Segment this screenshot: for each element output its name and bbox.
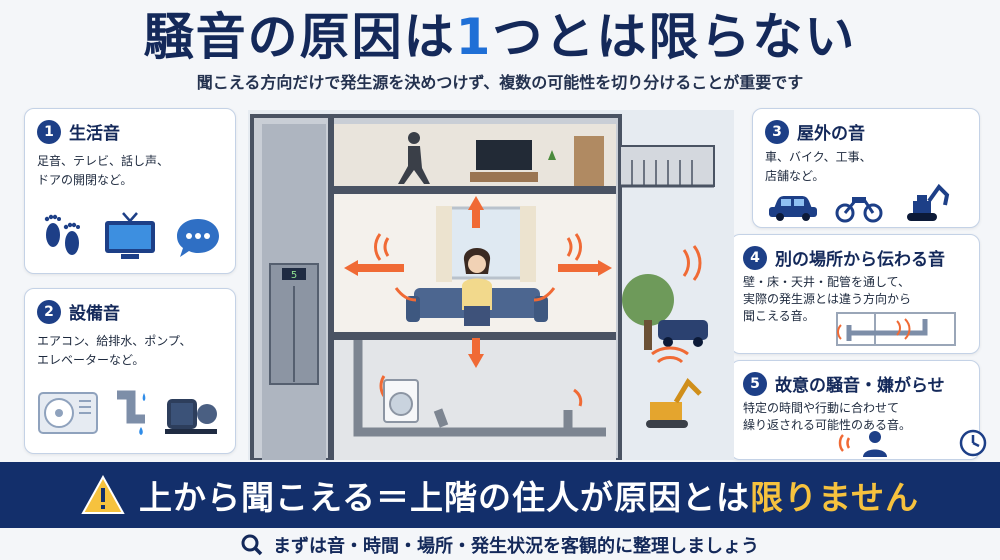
card-equipment-sounds: 2 設備音 エアコン、給排水、ポンプ、 エレベーターなど。 xyxy=(24,288,236,454)
plumbing-pipes xyxy=(353,340,606,437)
upstairs-tv xyxy=(476,140,532,170)
card-title: 生活音 xyxy=(69,124,120,144)
washing-machine xyxy=(383,379,419,423)
card-number: 1 xyxy=(37,119,61,144)
outside-excavator xyxy=(646,377,702,428)
outside-car xyxy=(658,320,708,347)
speech-bubble-icon xyxy=(177,219,219,257)
magnifier-icon xyxy=(241,534,263,556)
card-outdoor-sounds: 3 屋外の音 車、バイク、工事、 店舗など。 xyxy=(752,108,980,228)
footer: まずは音・時間・場所・発生状況を客観的に整理しましょう xyxy=(0,530,1000,560)
tree xyxy=(622,274,674,326)
warning-banner: 上から聞こえる＝上階の住人が原因とは限りません xyxy=(0,462,1000,528)
footprints-icon xyxy=(44,214,80,255)
warning-icon xyxy=(81,475,125,514)
card-title: 屋外の音 xyxy=(797,124,865,144)
footer-text: まずは音・時間・場所・発生状況を客観的に整理しましょう xyxy=(273,536,759,557)
title-part-b: つとは限らない xyxy=(492,8,857,66)
water-pipe-icon xyxy=(117,390,146,435)
air-conditioner-icon xyxy=(38,392,98,434)
upper-floor-resident xyxy=(398,132,430,184)
banner-text-highlight: 限りません xyxy=(750,478,920,517)
building-cross-section: 5 xyxy=(248,110,734,460)
card-title: 別の場所から伝わる音 xyxy=(775,250,945,270)
card-transmitted-sounds: 4 別の場所から伝わる音 壁・床・天井・配管を通して、 実際の発生源とは違う方向… xyxy=(730,234,980,354)
card-number: 3 xyxy=(765,119,789,144)
tv-icon xyxy=(105,212,155,259)
pipe-diagram-icon xyxy=(836,312,956,346)
banner-text: 上から聞こえる＝上階の住人が原因とは限りません xyxy=(139,471,919,519)
card-title: 設備音 xyxy=(69,304,120,324)
title-number: 1 xyxy=(455,8,493,66)
card-description: 足音、テレビ、話し声、 ドアの開閉など。 xyxy=(37,154,170,187)
pump-icon xyxy=(165,399,217,434)
card-description: エアコン、給排水、ポンプ、 エレベーターなど。 xyxy=(37,334,192,367)
banner-text-main: 上から聞こえる＝上階の住人が原因とは xyxy=(138,478,750,517)
page-subtitle: 聞こえる方向だけで発生源を決めつけず、複数の可能性を切り分けることが重要です xyxy=(196,73,804,92)
card-description: 特定の時間や行動に合わせて 繰り返される可能性のある音。 xyxy=(743,401,912,432)
sound-waves xyxy=(374,233,583,407)
card-description: 壁・床・天井・配管を通して、 実際の発生源とは違う方向から 聞こえる音。 xyxy=(743,275,912,323)
sound-arrows xyxy=(344,196,612,368)
excavator-icon xyxy=(907,183,950,221)
title-part-a: 騒音の原因は xyxy=(143,8,456,66)
motorcycle-icon xyxy=(835,197,883,223)
card-description: 車、バイク、工事、 店舗など。 xyxy=(765,150,872,183)
elevator: 5 xyxy=(269,263,319,385)
car-icon xyxy=(769,196,817,221)
worried-woman xyxy=(462,248,492,326)
clock-icon xyxy=(959,429,987,457)
card-life-sounds: 1 生活音 足音、テレビ、話し声、 ドアの開閉など。 xyxy=(24,108,236,274)
card-number: 4 xyxy=(743,245,767,270)
elevator-floor-indicator: 5 xyxy=(291,270,297,281)
page-title: 騒音の原因は1つとは限らない xyxy=(0,4,1000,70)
card-intentional-noise: 5 故意の騒音・嫌がらせ 特定の時間や行動に合わせて 繰り返される可能性のある音… xyxy=(730,360,987,460)
card-number: 2 xyxy=(37,299,61,324)
card-title: 故意の騒音・嫌がらせ xyxy=(775,376,945,396)
card-number: 5 xyxy=(743,371,767,396)
person-sound-icon xyxy=(838,431,887,457)
